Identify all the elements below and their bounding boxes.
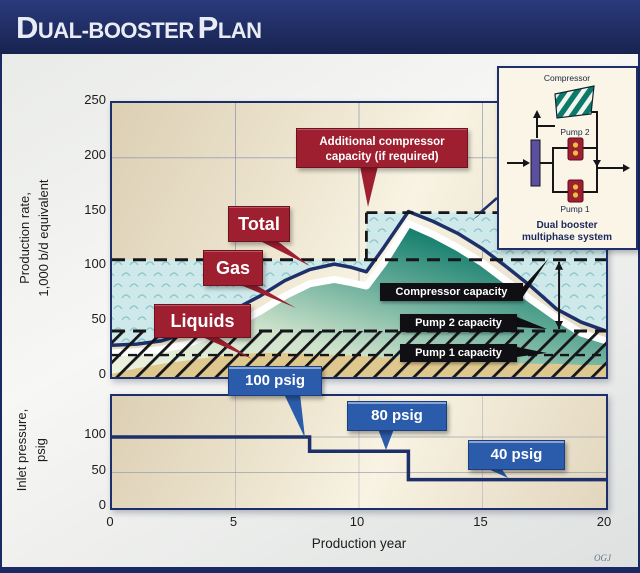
title-word2-rest: LAN [217,18,262,43]
pressure-y-tick-label: 50 [91,461,106,477]
inset-up-arrow [533,110,541,118]
pump2-icon [567,137,584,161]
dual-booster-inset: Compressor Pump 2 [497,66,638,250]
compressor-capacity-text: Compressor capacity [395,286,508,298]
x-tick-label: 20 [596,514,612,529]
production-y-tick-label: 50 [91,311,106,327]
watermark: OGJ [594,553,611,563]
inset-pump1-label: Pump 1 [560,204,590,214]
total-callout: Total [228,206,290,242]
title-bar: DUAL-BOOSTER PLAN [0,0,640,54]
pressure-y-tick-label: 100 [84,426,106,441]
production-y-axis-line1: Production rate, [17,192,32,284]
liquids-callout-label: Liquids [170,311,235,331]
production-y-axis-line2: 1,000 b/d equivalent [35,179,51,297]
x-axis-title: Production year [311,536,407,551]
pressure-y-axis-line1: Inlet pressure, [14,408,29,492]
psig80-callout: 80 psig [347,401,447,431]
pump1-capacity-text: Pump 1 capacity [415,347,502,359]
production-y-axis-title: Production rate, 1,000 b/d equivalent [16,88,60,388]
page-title: DUAL-BOOSTER PLAN [16,10,262,46]
inset-down-arrow [593,160,601,167]
inset-compressor-label: Compressor [544,73,590,83]
pump2-capacity-label: Pump 2 capacity [400,314,517,332]
total-callout-label: Total [238,214,280,234]
psig100-callout: 100 psig [228,366,322,396]
x-tick-label: 5 [229,514,238,529]
pump1-icon [567,179,584,203]
inset-inlet-arrow [523,159,530,167]
title-word1-initial: D [16,10,38,45]
liquids-callout: Liquids [154,304,251,338]
inset-caption-line1: Dual booster [536,220,597,231]
gas-callout: Gas [203,250,263,286]
dual-booster-schematic: Compressor Pump 2 [507,73,630,243]
pressure-y-axis-line2: psig [32,438,48,462]
pump1-capacity-label: Pump 1 capacity [400,344,517,362]
x-tick-label: 0 [106,514,114,529]
production-y-tick-label: 200 [84,146,106,162]
psig100-label: 100 psig [244,372,306,389]
additional-capacity-callout: Additional compressor capacity (if requi… [296,128,468,168]
x-tick-label: 10 [349,514,365,529]
title-word2-initial: P [197,10,219,45]
inset-piping [507,111,623,193]
psig80-label: 80 psig [371,407,423,424]
additional-capacity-callout-label: Additional compressor capacity (if requi… [319,136,445,163]
inset-pump2-label: Pump 2 [560,127,590,137]
production-y-tick-label: 0 [98,366,106,381]
production-y-tick-label: 150 [84,201,106,217]
title-word1-rest: UAL-BOOSTER [37,18,194,43]
compressor-icon [554,85,595,119]
compressor-capacity-label: Compressor capacity [380,283,523,301]
production-y-tick-label: 250 [84,92,106,107]
inset-caption-line2: multiphase system [522,232,612,243]
pressure-y-tick-label: 0 [98,497,106,512]
psig40-label: 40 psig [490,446,543,463]
pump2-capacity-text: Pump 2 capacity [415,317,502,329]
gas-callout-label: Gas [215,258,251,278]
production-y-tick-label: 100 [84,256,106,272]
figure-area: Additional compressor capacity (if requi… [2,54,638,567]
inset-outlet-arrow [623,164,630,172]
psig40-callout: 40 psig [468,440,565,470]
pressure-y-axis-title: Inlet pressure, psig [13,365,57,535]
separator-icon [530,139,541,187]
x-tick-label: 15 [473,514,488,529]
